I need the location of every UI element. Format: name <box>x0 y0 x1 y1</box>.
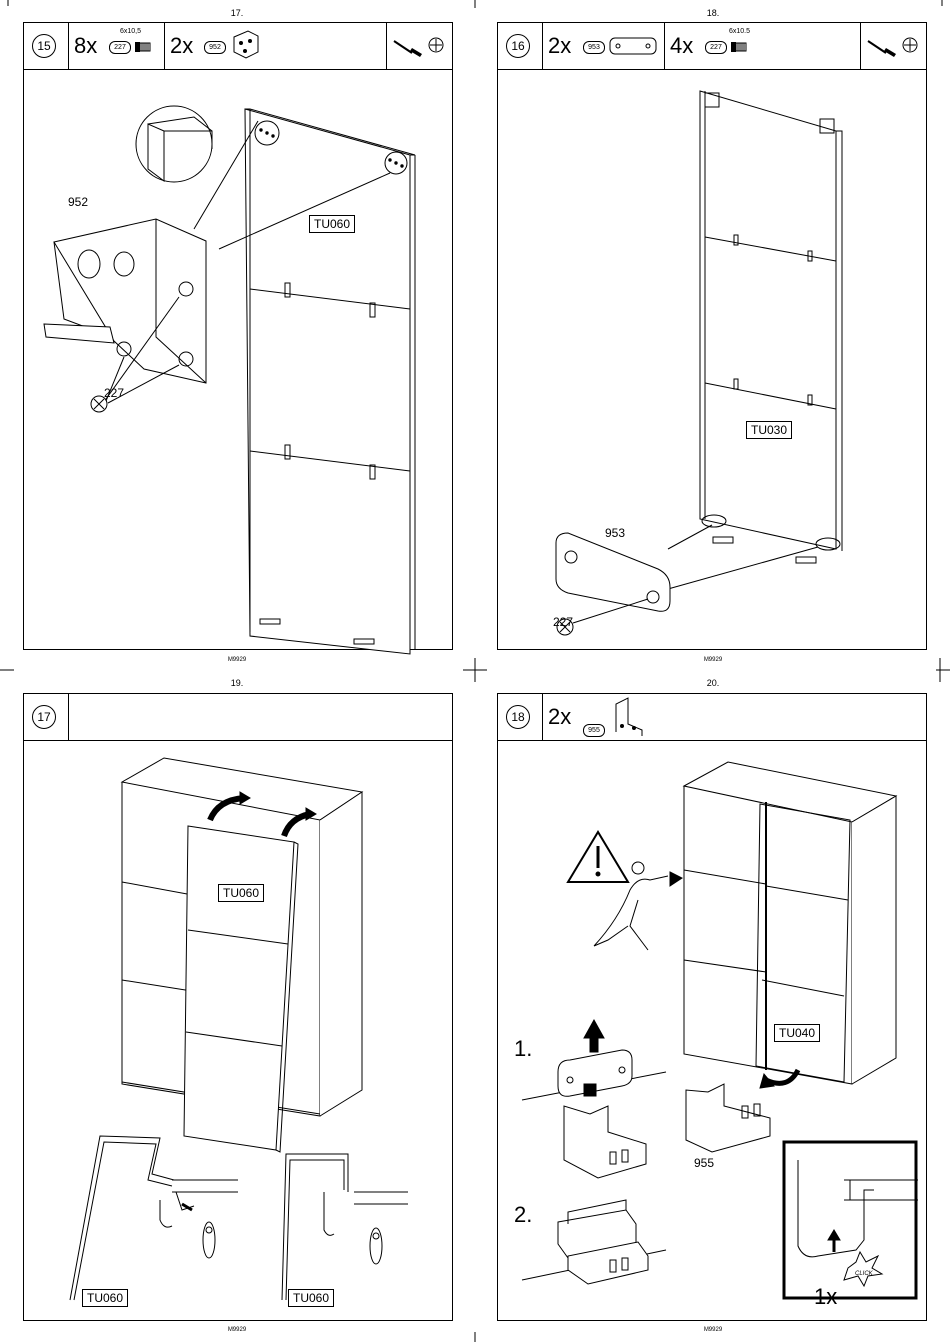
panel-label: TU030 <box>746 421 792 439</box>
page-footer: M9929 <box>683 1327 743 1333</box>
substep-2: 2. <box>514 1202 532 1228</box>
phillips-head-icon <box>902 37 918 53</box>
click-text: CLICK <box>855 1271 873 1277</box>
bracket-icon <box>230 29 260 61</box>
divider <box>164 23 165 69</box>
divider <box>542 23 543 69</box>
parts-header: 17 <box>24 694 452 741</box>
step-number: 17 <box>32 705 56 729</box>
part-callout: 952 <box>68 195 88 209</box>
step-panel-18: 18 2x 955 <box>497 693 927 1321</box>
quantity-a: 2x <box>548 704 571 730</box>
page-footer: M9929 <box>683 657 743 663</box>
screw-icon <box>730 41 750 53</box>
door-label: TU060 <box>218 884 264 902</box>
step-panel-17: 17 <box>23 693 453 1321</box>
click-quantity: 1x <box>814 1284 837 1310</box>
screwdriver-icon <box>866 37 904 59</box>
door-label: TU040 <box>774 1024 820 1042</box>
step-number: 18 <box>506 705 530 729</box>
quantity-a: 2x <box>548 33 571 59</box>
parts-header: 15 8x 227 6x10,5 2x 952 <box>24 23 452 70</box>
part-number-b: 227 <box>705 41 727 54</box>
divider <box>68 23 69 69</box>
divider <box>664 23 665 69</box>
assembly-drawing <box>24 69 454 649</box>
step-panel-15: 15 8x 227 6x10,5 2x 952 <box>23 22 453 650</box>
page-number: 19. <box>207 678 267 688</box>
page-number: 20. <box>683 678 743 688</box>
screwdriver-icon <box>392 37 430 59</box>
parts-header: 18 2x 955 <box>498 694 926 741</box>
plate-icon <box>608 35 658 57</box>
step-number: 16 <box>506 34 530 58</box>
divider <box>386 23 387 69</box>
screw-icon <box>134 41 154 53</box>
panel-label: TU060 <box>309 215 355 233</box>
clip-icon <box>608 696 648 736</box>
phillips-head-icon <box>428 37 444 53</box>
quantity-a: 8x <box>74 33 97 59</box>
divider <box>860 23 861 69</box>
substep-1: 1. <box>514 1036 532 1062</box>
assembly-drawing <box>498 740 928 1320</box>
screw-size: 6x10.5 <box>729 28 750 35</box>
part-number-a: 955 <box>583 724 605 737</box>
part-number-a: 227 <box>109 41 131 54</box>
screw-size: 6x10,5 <box>120 28 141 35</box>
part-number-a: 953 <box>583 41 605 54</box>
page-footer: M9929 <box>207 1327 267 1333</box>
parts-header: 16 2x 953 4x 227 6x10.5 <box>498 23 926 70</box>
page-footer: M9929 <box>207 657 267 663</box>
part-callout: 955 <box>694 1156 714 1170</box>
screw-callout: 227 <box>553 615 573 629</box>
detail-label-left: TU060 <box>82 1289 128 1307</box>
step-number: 15 <box>32 34 56 58</box>
step-panel-16: 16 2x 953 4x 227 6x10.5 9 <box>497 22 927 650</box>
detail-label-right: TU060 <box>288 1289 334 1307</box>
quantity-b: 2x <box>170 33 193 59</box>
page-number: 17. <box>207 8 267 18</box>
assembly-drawing <box>498 69 928 649</box>
divider <box>68 694 69 740</box>
divider <box>542 694 543 740</box>
screw-callout: 227 <box>104 386 124 400</box>
assembly-drawing <box>24 740 454 1320</box>
page-number: 18. <box>683 8 743 18</box>
part-number-b: 952 <box>204 41 226 54</box>
part-callout: 953 <box>605 526 625 540</box>
quantity-b: 4x <box>670 33 693 59</box>
